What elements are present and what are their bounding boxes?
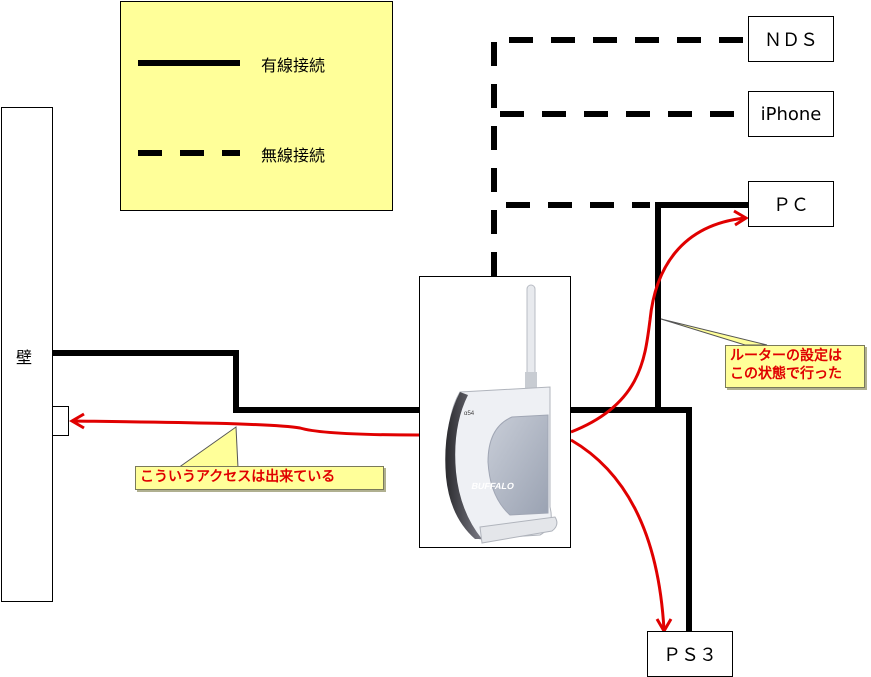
device-nds-label: ＮＤＳ xyxy=(764,30,818,51)
arrow-head-wall xyxy=(69,412,85,430)
access-arrow-pc xyxy=(570,216,746,434)
legend: 有線接続 無線接続 xyxy=(120,1,393,211)
wired-line-router-pc xyxy=(655,202,748,410)
wired-line-wall-router xyxy=(53,350,419,413)
router[interactable]: BUFFALO α54 xyxy=(419,276,571,548)
wall-label: 壁 xyxy=(16,348,33,367)
wired-line-router-ps3 xyxy=(571,407,692,633)
arrow-head-pc xyxy=(733,209,749,227)
wall-port xyxy=(52,406,69,436)
callout-router-setup-line2: この状態で行った xyxy=(730,366,842,382)
access-arrow-wall xyxy=(71,419,420,437)
wall xyxy=(1,107,53,602)
callout-pointer-access xyxy=(176,426,239,469)
device-ps3[interactable]: ＰＳ３ xyxy=(647,631,733,677)
device-pc-label: ＰＣ xyxy=(773,195,809,216)
router-brand: BUFFALO xyxy=(471,481,516,491)
device-iphone[interactable]: iPhone xyxy=(748,91,834,137)
wireless-router-icon: BUFFALO α54 xyxy=(445,284,558,544)
callout-router-setup-line1: ルーターの設定は xyxy=(730,348,842,364)
callout-pointer-setup xyxy=(660,318,768,346)
legend-wired-label: 有線接続 xyxy=(261,56,326,75)
device-ps3-label: ＰＳ３ xyxy=(663,645,717,666)
callout-access-ok-text: こういうアクセスは出来ている xyxy=(140,469,336,485)
device-nds[interactable]: ＮＤＳ xyxy=(748,16,834,62)
callout-access-ok: こういうアクセスは出来ている xyxy=(135,466,384,490)
legend-wireless-line xyxy=(138,150,240,156)
access-arrow-ps3 xyxy=(570,438,666,631)
device-iphone-label: iPhone xyxy=(760,103,822,125)
legend-wired-line xyxy=(138,60,240,66)
legend-wireless-label: 無線接続 xyxy=(261,146,326,165)
device-pc[interactable]: ＰＣ xyxy=(748,181,834,227)
router-model-badge: α54 xyxy=(464,411,475,417)
callout-router-setup: ルーターの設定は この状態で行った xyxy=(725,345,865,388)
